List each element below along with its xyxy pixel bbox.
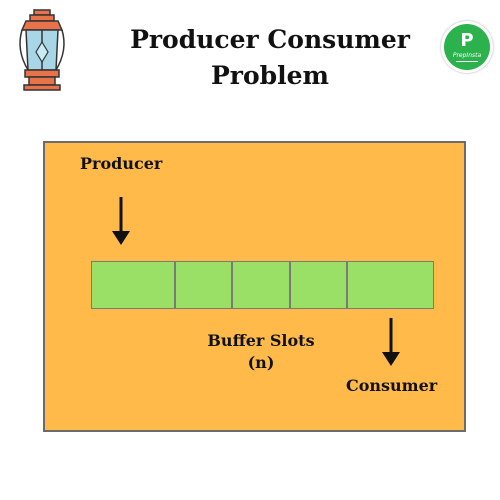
- producer-arrow-icon: [112, 197, 130, 245]
- logo-circle: P PrepInsta: [444, 24, 490, 70]
- buffer-slot-2: [175, 261, 232, 309]
- title-line-1: Producer Consumer: [130, 25, 410, 54]
- buffer-label-line-2: (n): [247, 353, 275, 372]
- lantern-icon: [19, 9, 65, 91]
- buffer-slot-4: [290, 261, 347, 309]
- logo-letter: P: [460, 30, 474, 51]
- title-line-2: Problem: [211, 61, 329, 90]
- consumer-arrow-icon: [382, 318, 400, 366]
- logo-underline: [456, 61, 478, 62]
- logo-wordmark: PrepInsta: [452, 52, 482, 59]
- buffer-slot-5: [347, 261, 434, 309]
- consumer-label: Consumer: [346, 376, 438, 395]
- page-title: Producer Consumer Problem: [110, 22, 430, 94]
- buffer-slot-3: [232, 261, 290, 309]
- buffer-label-line-1: Buffer Slots: [207, 331, 315, 350]
- buffer-slot-1: [91, 261, 175, 309]
- producer-label: Producer: [80, 154, 163, 173]
- buffer-slots-label: Buffer Slots (n): [200, 330, 322, 374]
- brand-logo: P PrepInsta: [441, 21, 493, 73]
